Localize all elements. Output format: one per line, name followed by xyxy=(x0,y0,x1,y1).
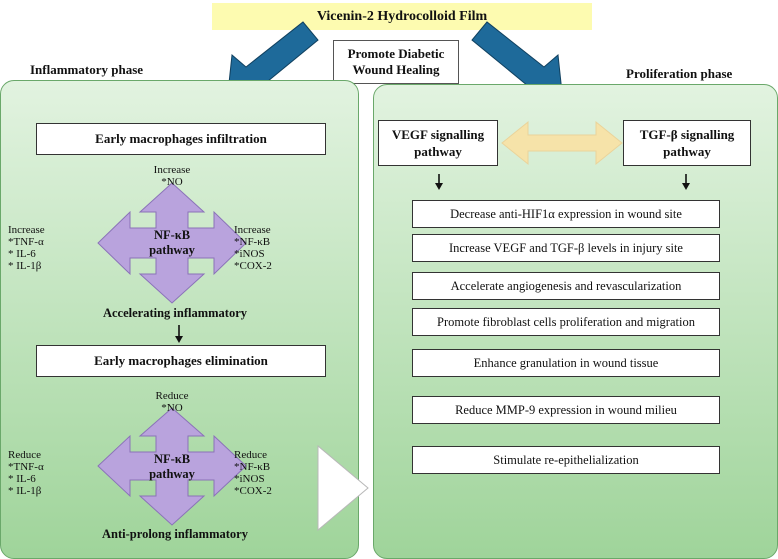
anti-prolong-inflammatory-label: Anti-prolong inflammatory xyxy=(102,527,248,541)
effect-box: Reduce MMP-9 expression in wound milieu xyxy=(412,396,720,424)
cross1-center-label: NF-κB pathway xyxy=(149,228,195,257)
center-label-box: Promote Diabetic Wound Healing xyxy=(333,40,459,84)
effect-box: Increase VEGF and TGF-β levels in injury… xyxy=(412,234,720,262)
accelerating-inflammatory-label: Accelerating inflammatory xyxy=(102,306,248,320)
cross2-right-label: Reduce *NF-κB *iNOS *COX-2 xyxy=(234,449,272,497)
effect-box: Enhance granulation in wound tissue xyxy=(412,349,720,377)
inflammatory-phase-label: Inflammatory phase xyxy=(30,62,144,77)
cross1-right-label: Increase *NF-κB *iNOS *COX-2 xyxy=(234,224,272,272)
cross1-left-label: Increase *TNF-α * IL-6 * IL-1β xyxy=(8,224,45,272)
early-macrophages-infiltration-box: Early macrophages infiltration xyxy=(36,123,326,155)
cross2-top-label: Reduce *NO xyxy=(155,390,189,414)
effect-box: Stimulate re-epithelialization xyxy=(412,446,720,474)
cross2-left-label: Reduce *TNF-α * IL-6 * IL-1β xyxy=(8,449,44,497)
effect-box: Decrease anti-HIF1α expression in wound … xyxy=(412,200,720,228)
effect-box: Promote fibroblast cells proliferation a… xyxy=(412,308,720,336)
proliferation-phase-label: Proliferation phase xyxy=(626,66,733,81)
cross2-center-label: NF-κB pathway xyxy=(149,452,195,481)
tgf-pathway-box: TGF-β signalling pathway xyxy=(623,120,751,166)
effect-box: Accelerate angiogenesis and revasculariz… xyxy=(412,272,720,300)
cross1-top-label: Increase *NO xyxy=(153,164,191,188)
diagram-title: Vicenin-2 Hydrocolloid Film xyxy=(212,3,592,30)
early-macrophages-elimination-box: Early macrophages elimination xyxy=(36,345,326,377)
vegf-pathway-box: VEGF signalling pathway xyxy=(378,120,498,166)
